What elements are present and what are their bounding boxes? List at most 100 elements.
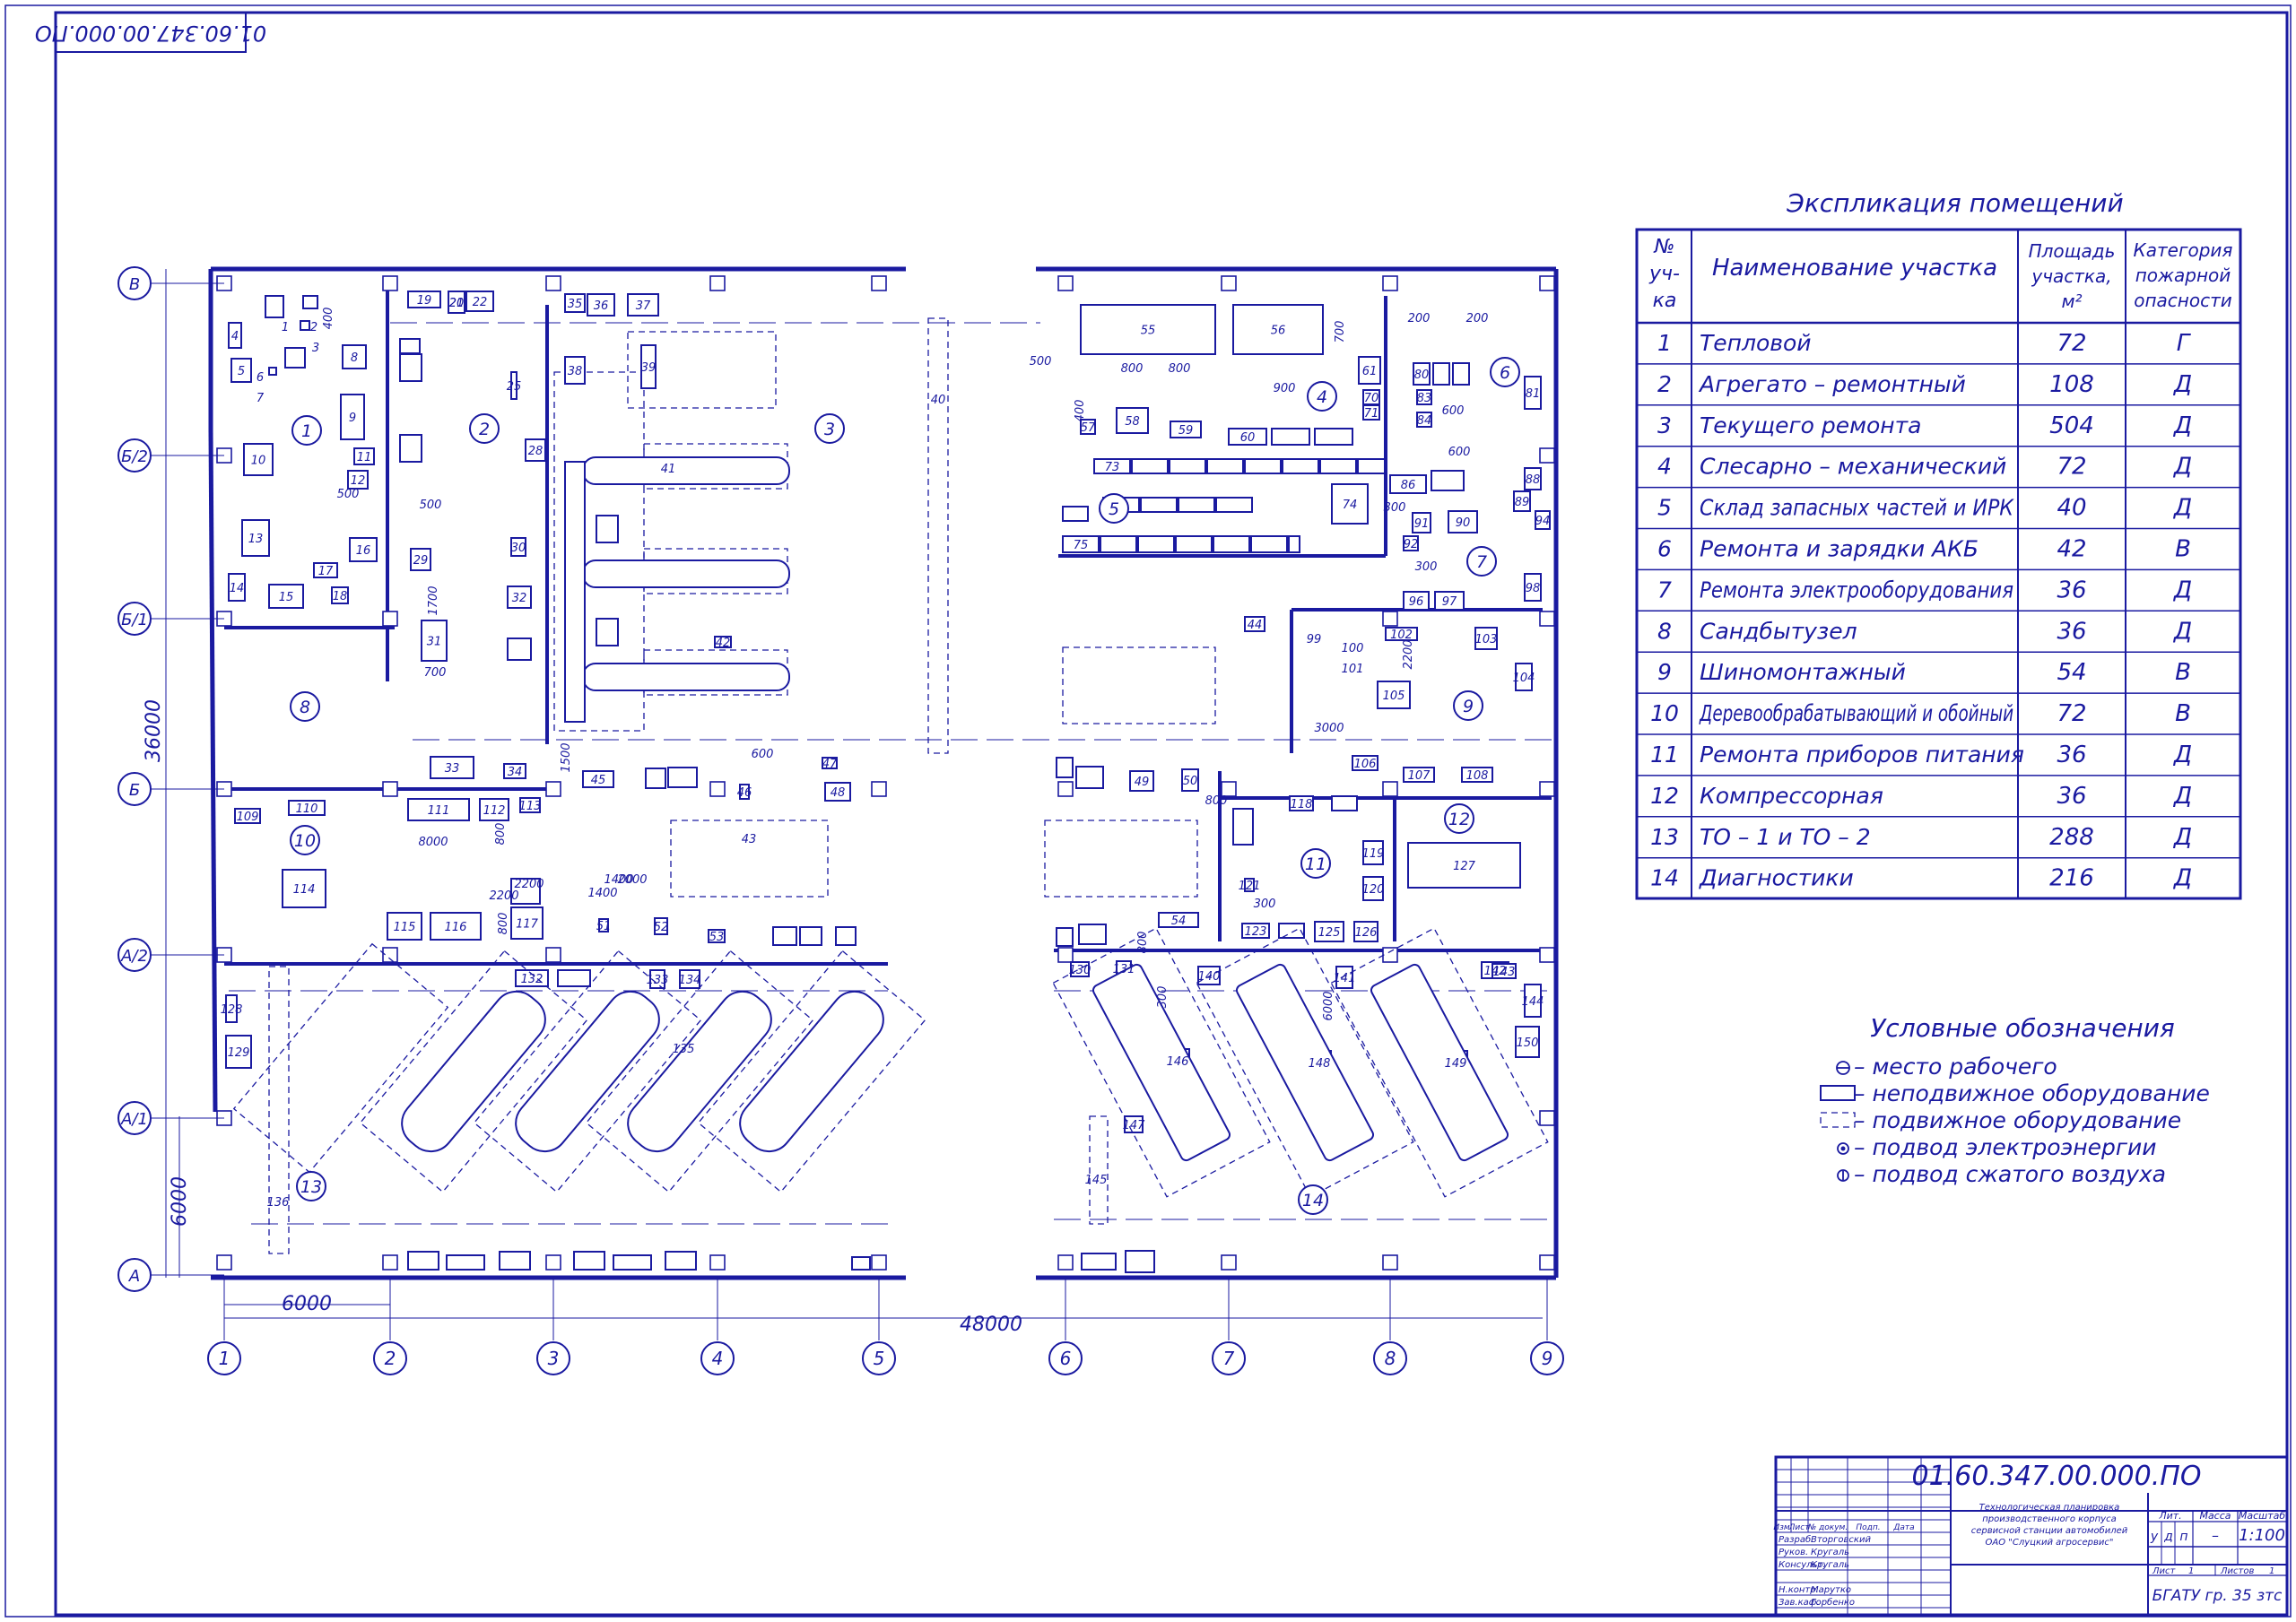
explication-frame [1635,228,2242,900]
tb-role-2: Консульт. [1779,1560,1825,1570]
equipment-box-38 [640,344,657,389]
axis-col-3 [536,1341,570,1375]
dimension-label-8: 700 [1334,321,1347,343]
expl-row-no-9: 9 [1657,659,1672,685]
axis-col-label-1: 1 [219,1348,230,1369]
equipment-label-37: 37 [636,299,651,313]
equipment-box-125 [1434,591,1465,611]
dimension-label-18: 300 [1415,560,1438,574]
equipment-box-159 [1515,1026,1540,1058]
equipment-label-36: 36 [594,299,609,313]
expl-header-area-1: участка, [2031,265,2111,287]
axis-row-5 [117,1101,152,1135]
equipment-label-133: 133 [647,974,669,987]
expl-row-no-5: 5 [1657,495,1672,521]
equipment-label-112: 112 [483,804,506,818]
expl-row-cat-13: Д [2173,824,2192,851]
axis-col-label-8: 8 [1385,1348,1396,1369]
equipment-label-6: 6 [257,371,264,385]
axis-col-8 [1373,1341,1407,1375]
equipment-label-57: 57 [1081,421,1096,435]
expl-row-no-3: 3 [1657,412,1672,438]
equipment-box-66 [557,969,591,987]
equipment-label-89: 89 [1515,496,1530,509]
equipment-label-43: 43 [742,833,757,846]
expl-row-no-13: 13 [1650,824,1679,850]
equipment-box-40 [596,618,619,646]
post-131c [627,990,772,1153]
dimension-label-4: 700 [424,666,447,680]
equipment-box-24 [399,338,421,354]
expl-row-no-11: 11 [1650,742,1679,768]
zone-circle-2 [469,413,500,444]
axis-row-3 [117,772,152,806]
equipment-label-30: 30 [511,542,526,555]
equipment-label-11: 11 [357,451,372,464]
expl-row-name-3: Текущего ремонта [1700,412,1922,438]
equipment-box-134 [1289,795,1314,811]
axis-col-label-3: 3 [548,1348,560,1369]
equipment-label-121: 121 [1239,880,1261,893]
mirrored-drawing-code: 01.60.347.00.000.ПО [35,21,266,46]
equipment-box-57 [510,906,544,940]
equipment-box-30 [507,585,532,609]
tb-lit-header: Лит. [2158,1510,2181,1522]
equipment-box-71 [407,1251,439,1271]
column-inner-5 [1221,781,1237,797]
equipment-box-123 [1535,510,1551,530]
equipment-box-17 [331,586,349,604]
tb-mass-header: Масса [2199,1510,2231,1522]
equipment-label-47: 47 [822,758,838,771]
equipment-box-108 [1250,535,1288,553]
equipment-label-5: 5 [238,365,245,378]
axis-row-label-6: А [128,1267,140,1286]
equipment-label-39: 39 [641,361,657,375]
equipment-box-4 [300,320,310,331]
expl-row-name-4: Слесарно – механический [1700,454,2006,480]
equipment-label-75: 75 [1074,539,1089,552]
equipment-box-118 [1524,467,1542,490]
equipment-label-101: 101 [1342,663,1364,676]
equipment-box-122 [1403,535,1419,551]
zone-circle-4 [1307,381,1337,412]
equipment-label-18: 18 [333,590,348,603]
equipment-label-141: 141 [1334,972,1356,985]
dimension-label-26: 800 [497,913,510,935]
tb-person-3: Марутко [1811,1585,1851,1595]
equipment-box-60 [654,917,668,935]
dimension-label-2: 500 [420,499,442,512]
equipment-box-11 [243,443,274,476]
expl-header-cat-1: пожарной [2135,265,2231,286]
equipment-box-44 [645,768,666,789]
equipment-label-46: 46 [737,786,752,800]
expl-row-area-9: 54 [2057,659,2086,686]
equipment-box-28 [510,537,526,557]
tb-header-2: № докум. [1807,1523,1848,1532]
zone-circle-14 [1298,1184,1328,1215]
equipment-label-119: 119 [1362,847,1385,861]
equipment-label-59: 59 [1178,424,1194,438]
equipment-box-157 [1492,963,1517,979]
equipment-label-12: 12 [351,474,366,488]
dimension-label-6: 800 [1169,362,1191,376]
axis-row-4 [117,938,152,972]
zone-number-7: 7 [1476,552,1487,572]
equipment-box-164 [1081,1253,1117,1271]
expl-row-area-6: 42 [2057,536,2086,563]
equipment-label-114: 114 [293,883,316,897]
lift-41c [582,663,790,691]
zone-circle-3 [814,413,845,444]
equipment-label-38: 38 [568,365,583,378]
equipment-box-0 [228,322,242,349]
expl-row-name-12: Компрессорная [1700,783,1883,809]
equipment-label-97: 97 [1442,595,1457,609]
equipment-label-44: 44 [1248,619,1263,632]
equipment-box-29 [421,620,448,662]
legend-symbol-fixed [1820,1085,1856,1101]
fixed-equipment [225,291,1551,1273]
equipment-box-79 [1232,304,1324,355]
equipment-box-49 [234,808,261,824]
dimension-label-1: 500 [337,488,360,501]
equipment-box-120 [1448,510,1478,533]
